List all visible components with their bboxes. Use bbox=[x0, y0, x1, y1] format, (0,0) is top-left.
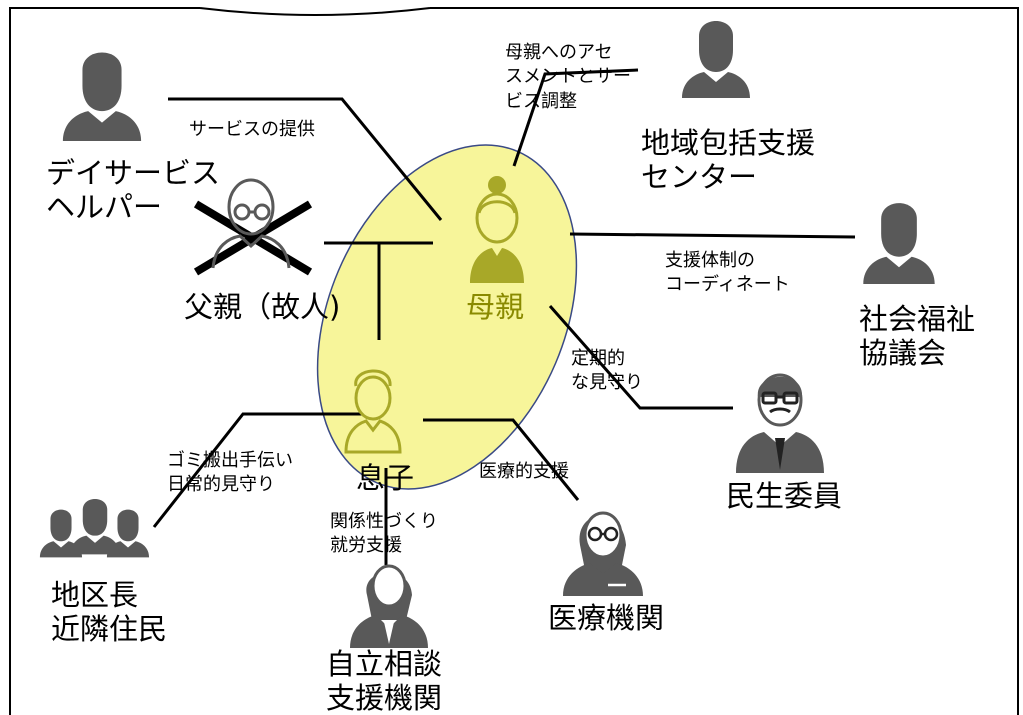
group-people-icon bbox=[39, 498, 150, 558]
line-social-welfare bbox=[569, 232, 856, 239]
line-day-service bbox=[168, 97, 443, 221]
medical-label: 医療機関 bbox=[548, 601, 665, 635]
frame bbox=[9, 7, 1019, 715]
social-welfare-label: 社会福祉 協議会 bbox=[859, 302, 976, 371]
mother-label: 母親 bbox=[466, 290, 525, 324]
elderly-man-outline-icon bbox=[211, 178, 291, 269]
man-with-glasses-icon bbox=[736, 373, 824, 473]
father-label: 父親（故人) bbox=[184, 290, 341, 324]
person-silhouette-icon bbox=[682, 21, 750, 98]
coordination-label: 支援体制の コーディネート bbox=[665, 250, 790, 296]
garbage-label: ゴミ搬出手伝い 日常的見守り bbox=[167, 450, 293, 496]
connector-lines bbox=[152, 68, 856, 565]
welfare-commissioner-label: 民生委員 bbox=[726, 479, 843, 513]
person-silhouette-icon bbox=[62, 52, 142, 142]
district-head-label: 地区長 近隣住民 bbox=[51, 578, 168, 647]
line-community-center bbox=[512, 68, 639, 167]
medical-support-label: 医療的支援 bbox=[479, 461, 569, 482]
independence-support-label: 自立相談 支援機関 bbox=[326, 647, 443, 715]
elderly-woman-icon bbox=[470, 176, 524, 283]
family-ellipse bbox=[316, 144, 578, 490]
service-provision-label: サービスの提供 bbox=[189, 119, 315, 140]
day-service-label: デイサービス ヘルパー bbox=[46, 156, 221, 225]
watching-label: 定期的 な見守り bbox=[571, 348, 643, 394]
woman-with-glasses-icon bbox=[563, 511, 643, 596]
woman-suit-icon bbox=[350, 564, 428, 648]
line-welfare-commissioner bbox=[548, 305, 733, 410]
person-silhouette-icon bbox=[863, 203, 935, 284]
assessment-label: 母親へのアセ スメントとサー ビス調整 bbox=[505, 42, 631, 112]
line-medical bbox=[423, 418, 580, 501]
young-man-outline-icon bbox=[344, 369, 402, 454]
line-district-head bbox=[152, 412, 362, 528]
son-label: 息子 bbox=[356, 461, 415, 495]
relationship-label: 関係性づくり 就労支援 bbox=[330, 511, 438, 557]
community-center-label: 地域包括支援 センター bbox=[641, 126, 816, 195]
